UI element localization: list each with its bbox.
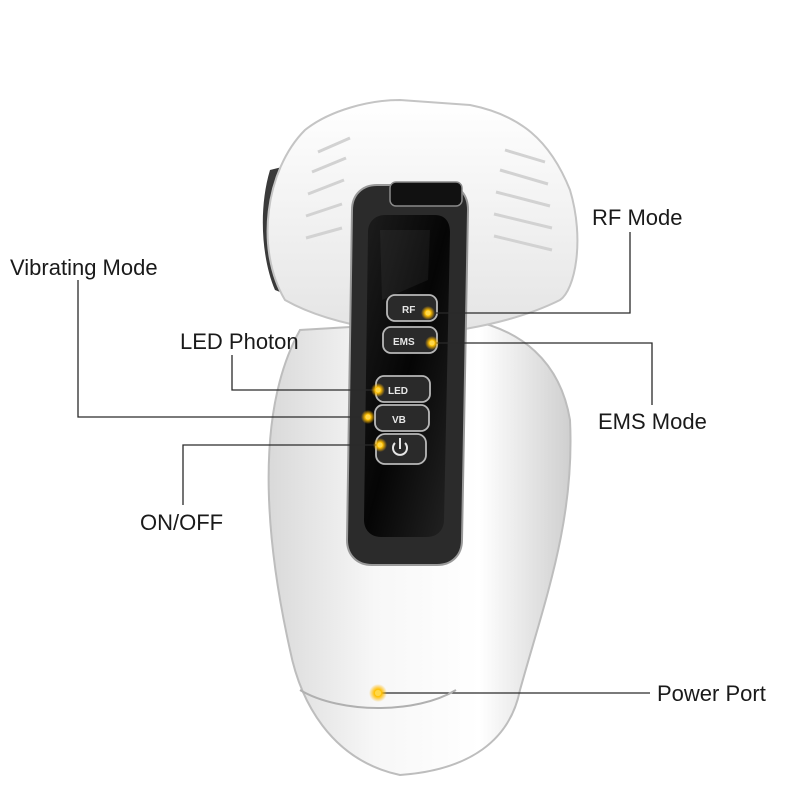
ems-button-label: EMS xyxy=(393,337,415,348)
ems-mode-label: EMS Mode xyxy=(598,409,707,434)
vibrating-mode-label: Vibrating Mode xyxy=(10,255,158,280)
rf-mode-label: RF Mode xyxy=(592,205,683,230)
vibrating-mode-leader xyxy=(77,280,368,418)
led-photon-label: LED Photon xyxy=(180,329,299,354)
top-slot xyxy=(389,181,463,207)
ems-mode-leader xyxy=(432,342,653,405)
led-button-label: LED xyxy=(388,386,408,397)
rf-mode-leader xyxy=(428,232,631,314)
on-off-label: ON/OFF xyxy=(140,510,224,535)
head-ridges-right xyxy=(493,148,553,252)
led-photon-leader xyxy=(231,355,378,391)
power-port-label: Power Port xyxy=(657,681,766,706)
leader-lines xyxy=(77,232,653,694)
rf-button-label: RF xyxy=(402,305,415,316)
power-icon xyxy=(392,438,408,456)
power-port[interactable] xyxy=(299,689,457,710)
head-ridges-left xyxy=(305,136,351,240)
on-off-leader xyxy=(182,444,380,505)
vb-button-label: VB xyxy=(392,415,406,426)
indicator-leds xyxy=(361,306,439,702)
vb-button[interactable]: VB xyxy=(374,404,430,432)
panel-sheen xyxy=(380,230,430,300)
